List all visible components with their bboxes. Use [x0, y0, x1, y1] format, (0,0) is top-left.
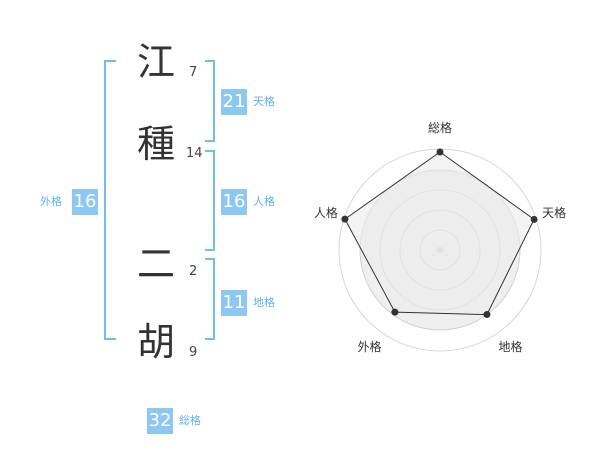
radar-polygon: [344, 151, 535, 316]
name-char-2: 種: [136, 122, 175, 166]
radar-point-5: [341, 215, 349, 223]
chikaku-label: 地格: [253, 296, 275, 309]
stroke-count-2: 14: [186, 146, 203, 161]
radar-series: [344, 151, 535, 316]
radar-axis-label-4: 外格: [357, 339, 381, 354]
jinkaku-bracket: [205, 150, 215, 251]
name-char-4: 胡: [136, 320, 175, 364]
radar-axis-label-1: 総格: [428, 120, 452, 135]
name-char-1: 江: [136, 40, 175, 84]
gaikaku-label: 外格: [40, 195, 62, 208]
gaikaku-value: 16: [72, 189, 98, 215]
chikaku-value: 11: [221, 290, 247, 316]
tenkaku-value: 21: [221, 89, 247, 115]
name-char-3: 二: [136, 242, 175, 286]
radar-point-4: [391, 308, 399, 316]
jinkaku-value: 16: [221, 189, 247, 215]
stroke-count-4: 9: [189, 345, 198, 360]
soukaku-value: 32: [147, 408, 173, 434]
radar-axis-label-5: 人格: [314, 205, 338, 220]
radar-axis-label-2: 天格: [542, 205, 566, 220]
radar-axis-label-3: 地格: [498, 339, 522, 354]
radar-point-3: [483, 311, 491, 319]
jinkaku-label: 人格: [253, 195, 275, 208]
stroke-count-3: 2: [189, 264, 198, 279]
radar-point-1: [436, 148, 444, 156]
radar-points: [341, 148, 538, 319]
stroke-count-1: 7: [189, 65, 198, 80]
soukaku-label: 総格: [179, 414, 201, 427]
radar-point-2: [530, 215, 538, 223]
tenkaku-bracket: [205, 60, 215, 142]
chikaku-bracket: [205, 258, 215, 340]
gaikaku-bracket: [104, 60, 116, 340]
tenkaku-label: 天格: [253, 95, 275, 108]
